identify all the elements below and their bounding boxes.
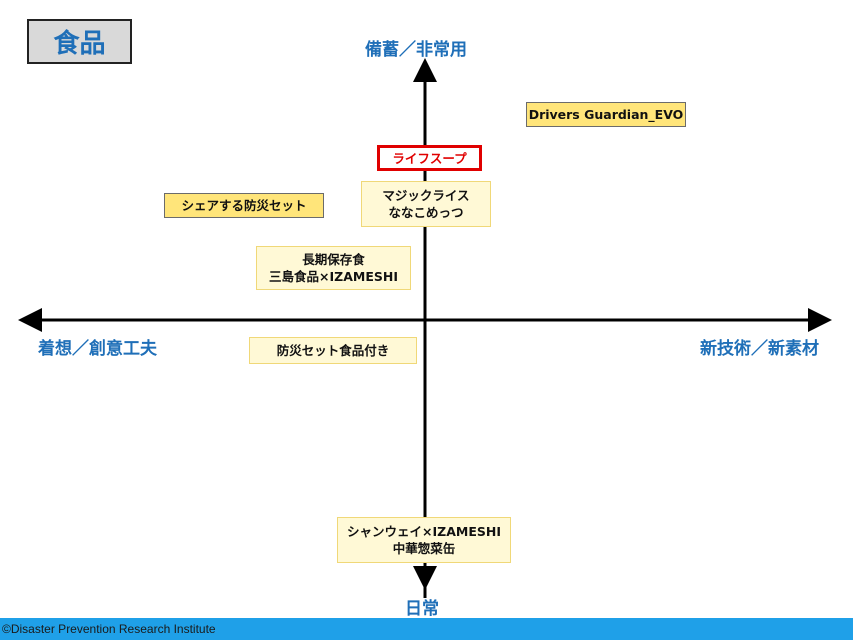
page-title: 食品	[27, 19, 132, 64]
footer-copyright: ©Disaster Prevention Research Institute	[0, 618, 853, 640]
axis-label-top: 備蓄／非常用	[365, 40, 467, 60]
item-line: マジックライス	[382, 188, 470, 203]
item-share-bousai-set: シェアする防災セット	[164, 193, 324, 218]
item-magic-rice: マジックライス ななこめっつ	[361, 181, 491, 227]
item-line: 防災セット食品付き	[276, 343, 390, 358]
item-line: シャンウェイ×IZAMESHI	[347, 524, 501, 539]
item-line: ななこめっつ	[388, 205, 464, 220]
item-shanway: シャンウェイ×IZAMESHI 中華惣菜缶	[337, 517, 511, 563]
item-long-term-food: 長期保存食 三島食品×IZAMESHI	[256, 246, 411, 290]
item-line: 三島食品×IZAMESHI	[269, 269, 398, 284]
item-life-soup: ライフスープ	[377, 145, 482, 171]
item-line: シェアする防災セット	[181, 198, 307, 213]
item-bousai-set-food: 防災セット食品付き	[249, 337, 417, 364]
item-drivers-guardian: Drivers Guardian_EVO	[526, 102, 686, 127]
axis-label-right: 新技術／新素材	[700, 339, 819, 359]
item-line: ライフスープ	[392, 150, 467, 166]
item-line: Drivers Guardian_EVO	[528, 107, 684, 122]
item-line: 長期保存食	[302, 252, 365, 267]
item-line: 中華惣菜缶	[392, 541, 456, 556]
axis-label-bottom: 日常	[405, 599, 439, 619]
axis-label-left: 着想／創意工夫	[38, 339, 157, 359]
